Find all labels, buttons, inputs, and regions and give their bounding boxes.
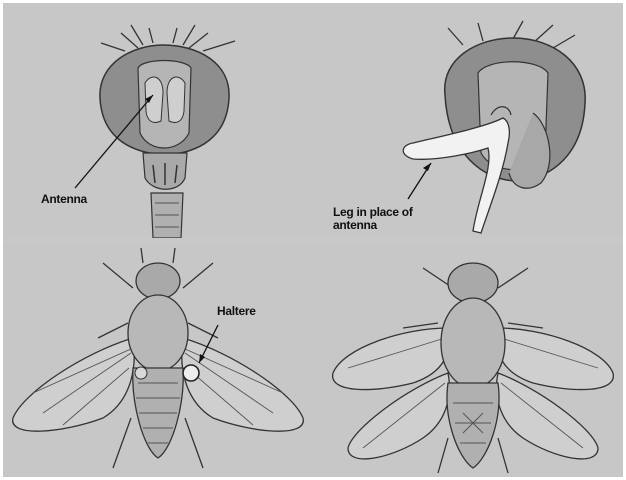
four-winged-fly-drawing <box>313 243 623 477</box>
antenna-label: Antenna <box>41 193 87 206</box>
four-winged-fly-panel <box>313 243 623 477</box>
mutant-head-drawing <box>313 3 623 238</box>
fruit-fly-figure: Antenna Leg in place of antenna <box>3 3 623 477</box>
normal-head-panel: Antenna <box>3 3 313 238</box>
normal-fly-drawing <box>3 243 313 477</box>
normal-fly-panel <box>3 243 313 477</box>
mutant-head-panel <box>313 3 623 238</box>
haltere-label: Haltere <box>217 305 256 318</box>
leg-in-place-of-antenna-label: Leg in place of antenna <box>333 206 423 232</box>
